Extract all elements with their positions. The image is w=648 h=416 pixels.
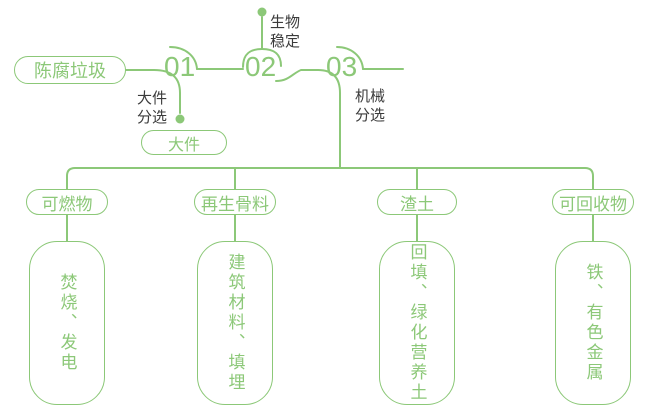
- step-label-bio-stabilization: 生物稳定: [270, 14, 301, 50]
- line-source-to-step1: [125, 69, 181, 114]
- step-number-3: 03: [326, 51, 358, 82]
- dot-step1: [175, 114, 185, 124]
- branch-node-recycled-aggregate: 再生骨料: [194, 189, 276, 215]
- step-number-1: 01: [164, 51, 196, 82]
- step-number-2: 02: [245, 51, 277, 82]
- arc-step1: [169, 46, 198, 70]
- branch-node-combustibles: 可燃物: [26, 189, 108, 215]
- branch-detail-text: 铁、有色金属: [583, 263, 603, 383]
- line-step2-to-step3: [275, 69, 319, 82]
- source-node: 陈腐垃圾: [14, 56, 126, 84]
- branch-detail-text: 焚烧、发电: [57, 273, 77, 373]
- step-label-mechanical-sorting: 机械分选: [355, 88, 386, 124]
- branch-detail-box-recycled-aggregate: 建筑材料、填埋: [197, 241, 273, 405]
- arc-step3: [336, 46, 364, 70]
- branch-node-recyclables: 可回收物: [552, 189, 634, 215]
- branch-detail-text: 回填、绿化营养土: [407, 243, 427, 403]
- dot-step2: [257, 7, 267, 17]
- branch-detail-box-combustibles: 焚烧、发电: [29, 241, 105, 405]
- bulky-item-node: 大件: [141, 130, 227, 155]
- branch-detail-box-recyclables: 铁、有色金属: [555, 241, 631, 405]
- branch-detail-box-slag-soil: 回填、绿化营养土: [379, 241, 455, 405]
- branch-detail-text: 建筑材料、填埋: [225, 253, 245, 393]
- descender-step3: [317, 69, 341, 169]
- branch-node-slag-soil: 渣土: [377, 189, 457, 215]
- branch-trunk: [66, 167, 594, 191]
- step-label-bulky-sorting: 大件分选: [137, 90, 168, 126]
